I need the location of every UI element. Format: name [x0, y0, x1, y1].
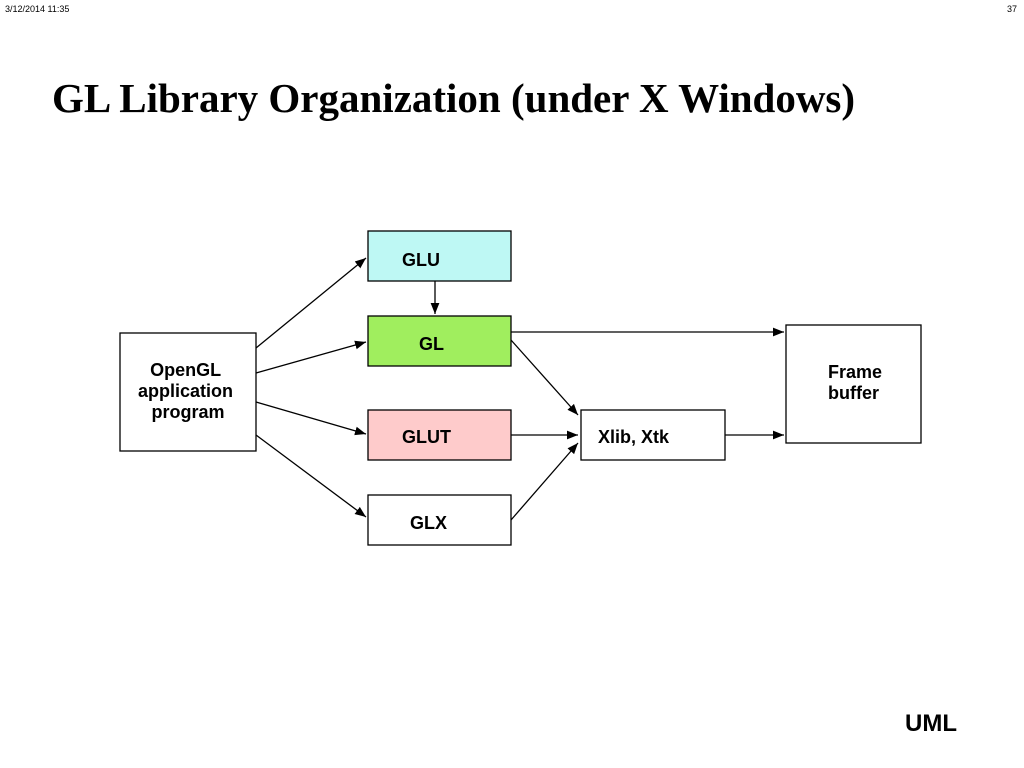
- node-frame-box: [785, 324, 922, 444]
- node-app-line-2: application: [138, 381, 233, 401]
- node-xlib-box: [580, 409, 726, 461]
- edges-layer: [255, 257, 784, 521]
- node-glut: GLUT: [367, 409, 512, 461]
- node-glu-box: [367, 230, 512, 282]
- footer-mark: UML: [905, 710, 957, 737]
- node-xlib: Xlib, Xtk: [580, 409, 726, 461]
- node-app-line-3: program: [151, 402, 224, 422]
- node-app-label: OpenGL application program: [138, 360, 238, 422]
- node-glx: GLX: [367, 494, 512, 546]
- edge-glx-to-xlib: [510, 442, 579, 521]
- node-app-box: [119, 332, 257, 452]
- node-glx-label: GLX: [410, 513, 447, 533]
- slide-title: GL Library Organization (under X Windows…: [52, 75, 856, 121]
- node-gl-box: [367, 315, 512, 367]
- node-app: OpenGL application program: [119, 332, 257, 452]
- node-frame-line-1: Frame: [828, 362, 882, 382]
- nodes-layer: OpenGL application program GLU GL GLUT G…: [119, 230, 922, 546]
- edge-app-to-gl: [255, 340, 367, 374]
- node-app-line-1: OpenGL: [150, 360, 221, 380]
- node-frame-label: Frame buffer: [828, 362, 887, 403]
- node-glu-label: GLU: [402, 250, 440, 270]
- node-glut-box: [367, 409, 512, 461]
- edge-gl-to-xlib: [510, 339, 579, 416]
- header-date: 3/12/2014 11:35: [5, 4, 70, 14]
- node-xlib-label: Xlib, Xtk: [598, 427, 670, 447]
- edge-app-to-glx: [255, 434, 367, 518]
- node-frame-line-2: buffer: [828, 383, 879, 403]
- page-number: 37: [1006, 4, 1017, 14]
- node-frame: Frame buffer: [785, 324, 922, 444]
- node-gl: GL: [367, 315, 512, 367]
- node-glu: GLU: [367, 230, 512, 282]
- node-glut-label: GLUT: [402, 427, 451, 447]
- edge-app-to-glut: [255, 401, 367, 436]
- edge-app-to-glu: [255, 257, 367, 349]
- node-gl-label: GL: [419, 334, 444, 354]
- node-glx-box: [367, 494, 512, 546]
